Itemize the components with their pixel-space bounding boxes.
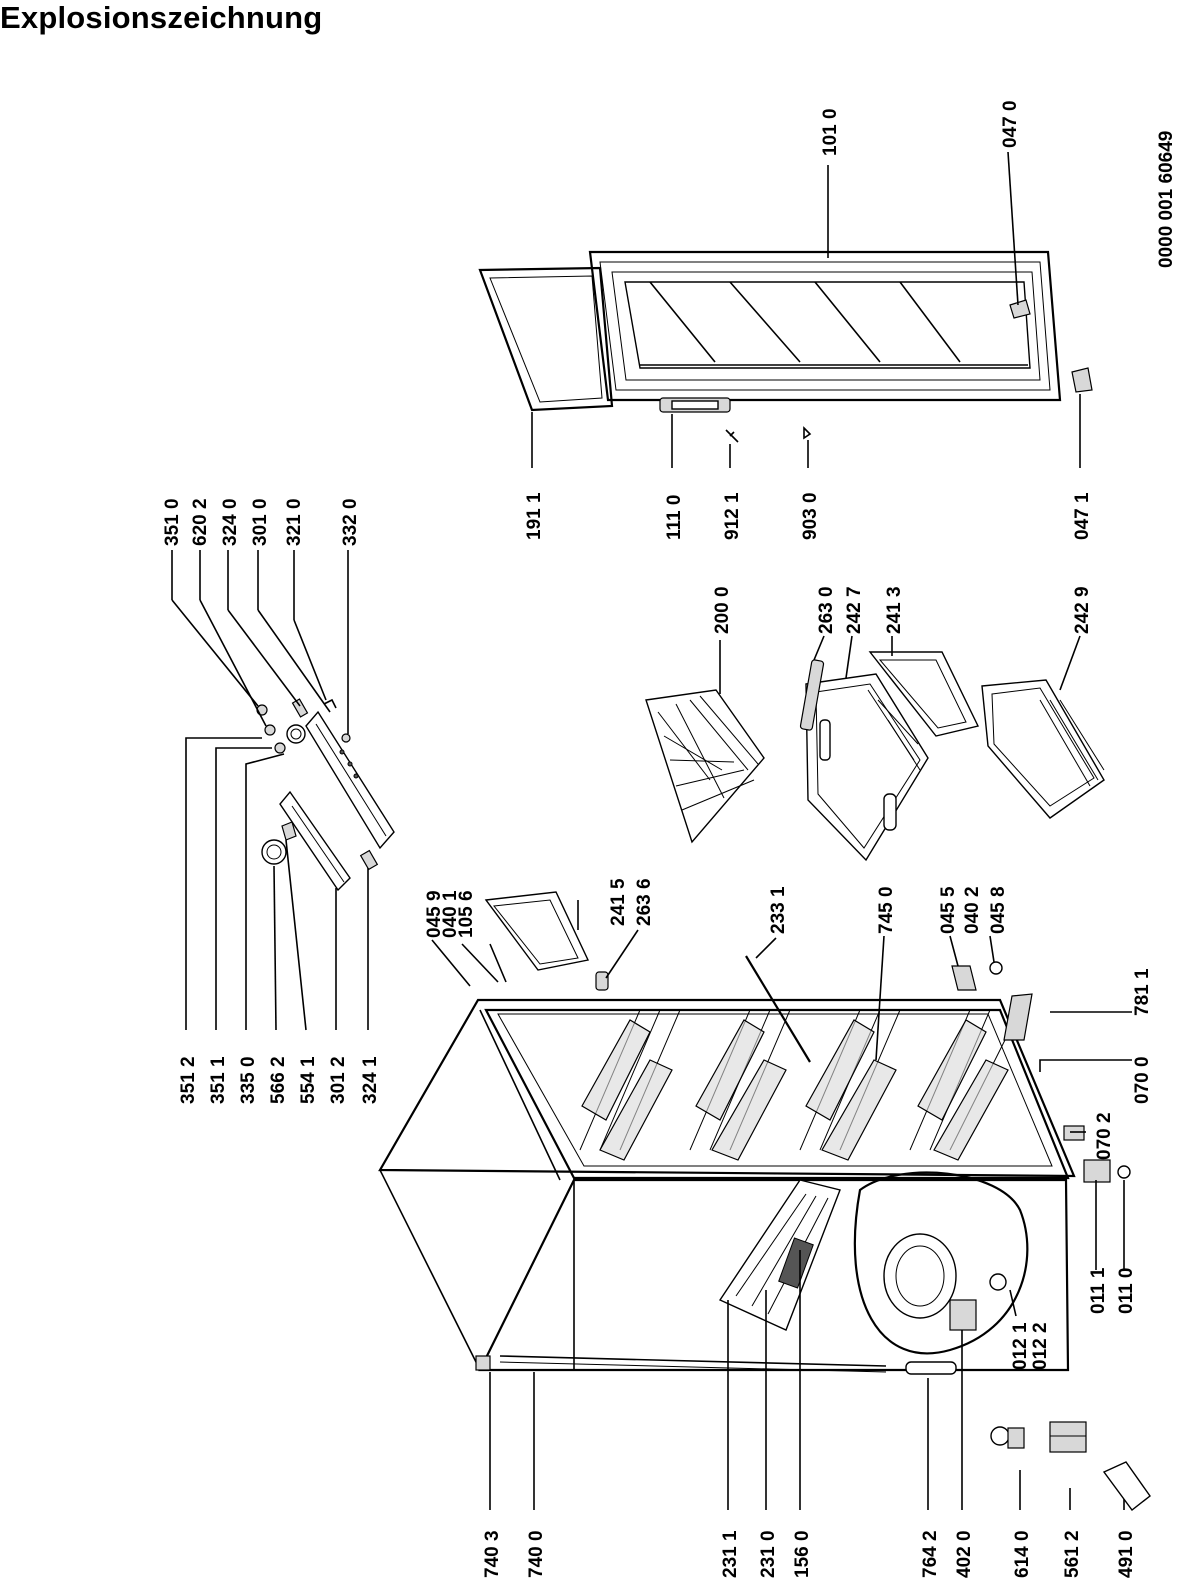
label-231-0: 231 0 — [758, 1530, 779, 1578]
label-045-9: 045 9 — [424, 890, 445, 938]
label-740-0: 740 0 — [526, 1530, 547, 1578]
label-351-2: 351 2 — [178, 1056, 199, 1104]
label-011-1: 011 1 — [1088, 1267, 1109, 1314]
label-040-2: 040 2 — [962, 886, 983, 934]
loose-parts — [990, 1421, 1151, 1511]
label-332-0: 332 0 — [340, 498, 361, 546]
label-105-6: 105 6 — [456, 890, 477, 938]
label-242-9: 242 9 — [1072, 586, 1093, 634]
page-title: Explosionszeichnung — [0, 0, 323, 35]
control-panel-parts — [256, 698, 395, 892]
label-781-1: 781 1 — [1132, 968, 1153, 1016]
cabinet — [378, 891, 1131, 1375]
label-101-0: 101 0 — [820, 108, 841, 156]
label-263-6: 263 6 — [634, 878, 655, 926]
label-070-0: 070 0 — [1132, 1056, 1153, 1104]
label-402-0: 402 0 — [954, 1530, 975, 1578]
label-301-2: 301 2 — [328, 1056, 349, 1104]
label-491-0: 491 0 — [1116, 1530, 1137, 1578]
label-614-0: 614 0 — [1012, 1530, 1033, 1578]
label-620-2: 620 2 — [190, 498, 211, 546]
hinge-047-1 — [1071, 367, 1093, 393]
label-241-3: 241 3 — [884, 586, 905, 634]
label-566-2: 566 2 — [268, 1056, 289, 1104]
label-231-1: 231 1 — [720, 1530, 741, 1578]
label-200-0: 200 0 — [712, 586, 733, 634]
hinge-047-0 — [1009, 299, 1031, 319]
label-351-0: 351 0 — [162, 498, 183, 546]
label-242-7: 242 7 — [844, 586, 865, 634]
label-047-0: 047 0 — [1000, 100, 1021, 148]
label-324-1: 324 1 — [360, 1056, 381, 1104]
label-554-1: 554 1 — [298, 1056, 319, 1104]
drawing-number: 0000 001 60649 — [1156, 131, 1177, 268]
label-111-0: 111 0 — [664, 495, 685, 540]
label-012-2: 012 2 — [1030, 1322, 1051, 1370]
drawers-and-shelf — [645, 651, 1105, 862]
label-301-0: 301 0 — [250, 498, 271, 546]
part-labels: 351 0 620 2 324 0 301 0 321 0 332 0 351 … — [162, 100, 1177, 1578]
label-012-1: 012 1 — [1010, 1322, 1031, 1370]
door-assembly — [478, 250, 1093, 443]
label-263-0: 263 0 — [816, 586, 837, 634]
label-912-1: 912 1 — [722, 492, 743, 540]
label-011-0: 011 0 — [1116, 1268, 1137, 1315]
label-047-1: 047 1 — [1072, 492, 1093, 540]
label-233-1: 233 1 — [768, 886, 789, 934]
label-335-0: 335 0 — [238, 1056, 259, 1104]
label-351-1: 351 1 — [208, 1056, 229, 1104]
label-561-2: 561 2 — [1062, 1530, 1083, 1578]
label-045-5: 045 5 — [938, 886, 959, 934]
label-764-2: 764 2 — [920, 1530, 941, 1578]
label-070-2: 070 2 — [1094, 1112, 1115, 1160]
label-740-3: 740 3 — [482, 1530, 503, 1578]
label-241-5: 241 5 — [608, 878, 629, 926]
label-745-0: 745 0 — [876, 886, 897, 934]
label-040-1: 040 1 — [440, 890, 461, 938]
label-321-0: 321 0 — [284, 498, 305, 546]
label-156-0: 156 0 — [792, 1530, 813, 1578]
label-324-0: 324 0 — [220, 498, 241, 546]
label-191-1: 191 1 — [524, 492, 545, 540]
label-903-0: 903 0 — [800, 492, 821, 540]
label-045-8: 045 8 — [988, 886, 1009, 934]
